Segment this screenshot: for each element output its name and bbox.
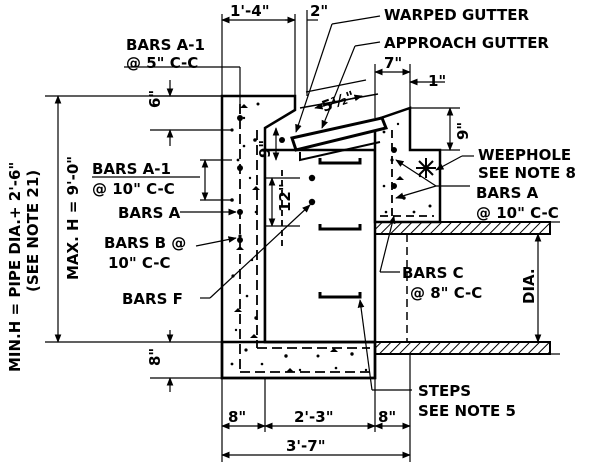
bars-c-spacing: @ 8" C-C — [410, 284, 482, 302]
bars-c-label: BARS C — [402, 264, 464, 282]
dim-9-left: 9" — [256, 140, 274, 158]
dim-12: 12" — [276, 183, 294, 212]
min-h-label: MIN.H = PIPE DIA.+ 2'-6" — [6, 162, 24, 372]
see-note-8-label: SEE NOTE 8 — [478, 164, 576, 182]
see-note-5-label: SEE NOTE 5 — [418, 402, 516, 420]
gutter-grate — [290, 93, 389, 162]
bars-b-label: BARS B @ — [104, 234, 186, 252]
bars-a1-top-spacing: @ 5" C-C — [126, 54, 198, 72]
bars-a-right-spacing: @ 10" C-C — [476, 204, 559, 222]
dim-1: 1" — [428, 72, 446, 90]
bars-f-label: BARS F — [122, 290, 183, 308]
bars-a1-top-label: BARS A-1 — [126, 36, 205, 54]
dim-9-right: 9" — [454, 122, 472, 140]
outlet-pipe — [374, 221, 551, 355]
dia-label: DIA. — [520, 268, 538, 304]
pipe-bottom-wall — [374, 341, 551, 355]
dim-8-bottom-left: 8" — [228, 408, 246, 426]
bars-b-spacing: 10" C-C — [108, 254, 171, 272]
dim-5-half: 5½" — [319, 87, 357, 115]
steps — [318, 158, 362, 299]
see-note-21-label: (SEE NOTE 21) — [24, 170, 42, 292]
pipe-top-wall — [374, 221, 551, 235]
rebar-dots — [237, 115, 397, 243]
dim-8-left: 8" — [146, 348, 164, 366]
dim-7: 7" — [384, 54, 402, 72]
warped-gutter-label: WARPED GUTTER — [384, 6, 529, 24]
steps-label: STEPS — [418, 382, 471, 400]
bars-a1-left-label: BARS A-1 — [92, 160, 171, 178]
dim-8-bottom-right: 8" — [378, 408, 396, 426]
rebar-lines — [239, 104, 434, 373]
dim-6: 6" — [146, 90, 164, 108]
dimension-lines — [45, 10, 560, 462]
bars-a1-left-spacing: @ 10" C-C — [92, 180, 175, 198]
dim-1-4: 1'-4" — [230, 2, 270, 20]
weephole-label: WEEPHOLE — [478, 146, 571, 164]
dim-2-3: 2'-3" — [294, 408, 334, 426]
bottom-slab — [220, 340, 377, 380]
annotations: 1'-4" 2" WARPED GUTTER APPROACH GUTTER B… — [6, 2, 576, 455]
approach-gutter-label: APPROACH GUTTER — [384, 34, 549, 52]
weephole-symbol — [416, 158, 436, 178]
max-h-label: MAX. H = 9'-0" — [64, 156, 82, 280]
bars-a-right-label: BARS A — [476, 184, 539, 202]
bars-a-left-label: BARS A — [118, 204, 181, 222]
dim-2: 2" — [310, 2, 328, 20]
dim-3-7: 3'-7" — [286, 437, 326, 455]
